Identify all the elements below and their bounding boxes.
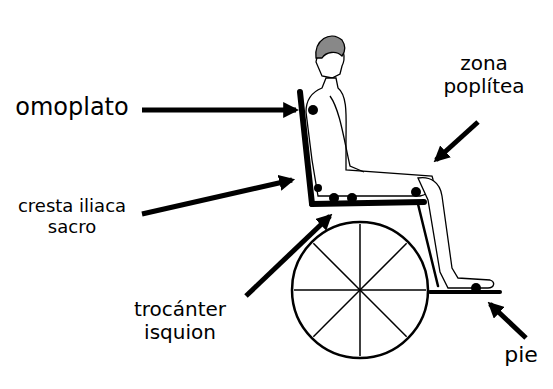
wheel-spoke bbox=[360, 289, 426, 291]
leg bbox=[418, 178, 494, 288]
part-label: zona poplítea bbox=[420, 52, 548, 98]
part-label: cresta iliaca sacro bbox=[2, 196, 142, 237]
wheel-spoke bbox=[294, 289, 360, 291]
torso bbox=[306, 78, 433, 196]
wheel-spoke bbox=[359, 224, 361, 290]
wheel-spoke bbox=[313, 290, 360, 337]
label-text: pie bbox=[504, 342, 538, 367]
wheel-spoke bbox=[359, 290, 361, 356]
label-text: cresta iliaca sacro bbox=[18, 195, 126, 237]
arm bbox=[330, 96, 364, 172]
wheel-spoke bbox=[360, 243, 407, 290]
chair-frame bbox=[300, 92, 500, 292]
wheel-spoke bbox=[360, 290, 407, 337]
footplate bbox=[430, 290, 500, 294]
pointer-arrow bbox=[436, 122, 478, 160]
pointer-arrow bbox=[142, 180, 292, 214]
pressure-dot bbox=[471, 283, 481, 293]
pressure-dot bbox=[347, 193, 357, 203]
part-label: omoplato bbox=[4, 94, 140, 122]
wheel bbox=[292, 222, 428, 358]
part-label: pie bbox=[494, 342, 548, 367]
hair bbox=[316, 36, 345, 58]
pressure-points bbox=[308, 105, 481, 293]
pointer-arrow bbox=[490, 304, 526, 338]
pointer-arrow bbox=[246, 216, 330, 296]
leg-frame bbox=[418, 204, 438, 286]
pressure-dot bbox=[308, 105, 318, 115]
label-text: omoplato bbox=[15, 93, 128, 121]
pressure-dot bbox=[329, 193, 339, 203]
part-label: trocánter isquion bbox=[112, 298, 248, 344]
label-text: trocánter isquion bbox=[134, 297, 226, 344]
wheel-spoke bbox=[313, 243, 360, 290]
label-text: zona poplítea bbox=[443, 51, 524, 98]
pressure-dot bbox=[314, 184, 322, 192]
pressure-dot bbox=[411, 187, 421, 197]
seat bbox=[312, 202, 424, 204]
pointer-arrow bbox=[142, 108, 296, 113]
